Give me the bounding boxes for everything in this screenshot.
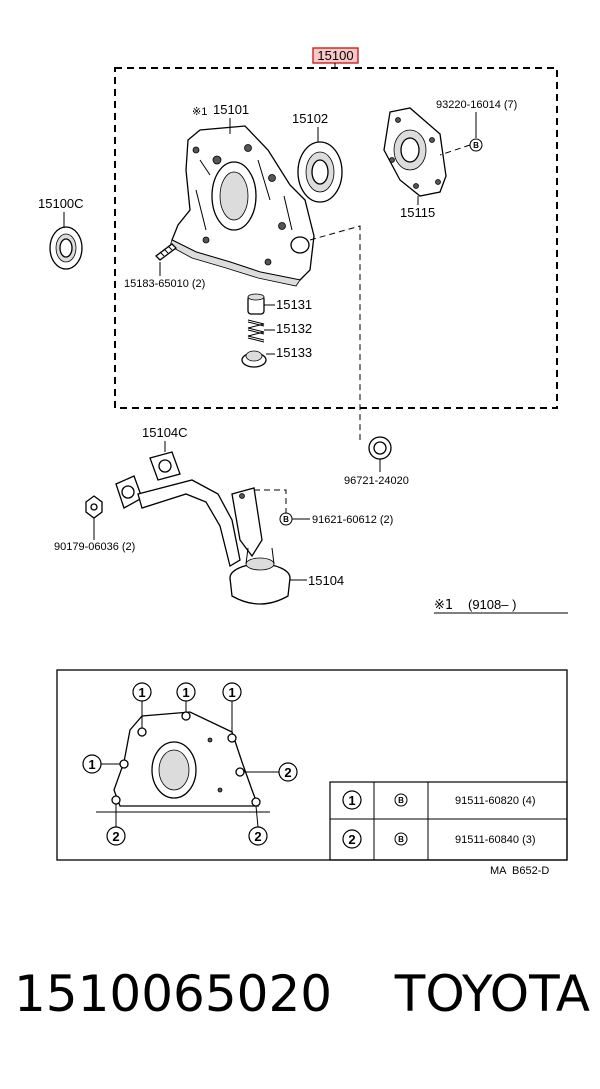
oil-strainer-15104 — [115, 475, 291, 605]
callout-2-c: 2 — [248, 805, 268, 846]
p93220-label: 93220-16014 (7) — [436, 99, 517, 111]
p15115-label: 15115 — [400, 205, 435, 220]
pump-outline — [96, 711, 270, 813]
table-row: 2 B 91511-60840 (3) — [342, 829, 536, 849]
bolt-marker-text-2: B — [283, 515, 289, 524]
callout-1-b: 1 — [176, 682, 196, 712]
callout-2-b: 2 — [106, 804, 126, 846]
callout-1-c: 1 — [222, 682, 242, 734]
table-row: 1 B 91511-60820 (4) — [342, 790, 536, 810]
svg-text:1: 1 — [182, 685, 189, 700]
assembly-border — [114, 67, 558, 409]
row-1-num: 1 — [348, 793, 355, 808]
diagram-code: MA B652-D — [490, 865, 549, 877]
brand-name: TOYOTA — [394, 965, 590, 1023]
svg-text:2: 2 — [254, 829, 261, 844]
bolt-table: 1 B 91511-60820 (4) 2 B 91511-60840 (3) — [329, 781, 568, 861]
note-range: (9108– ) — [468, 597, 516, 612]
row-2-num: 2 — [348, 832, 355, 847]
nut-90179 — [85, 495, 103, 519]
callout-1-a: 1 — [132, 682, 152, 728]
p15101-mark: ※1 — [192, 106, 207, 118]
p15133-label: 15133 — [276, 345, 312, 360]
note-mark: ※1 — [434, 598, 453, 613]
row-1-marker: B — [398, 796, 404, 805]
part-number: 1510065020 — [14, 965, 333, 1023]
oil-seal-15102 — [297, 141, 343, 203]
header-code: 15100 — [317, 48, 353, 63]
p15101-label: 15101 — [213, 102, 249, 117]
bolt-marker-text: B — [473, 141, 479, 150]
p15102-label: 15102 — [292, 111, 328, 126]
svg-text:1: 1 — [88, 757, 95, 772]
callout-1-d: 1 — [82, 754, 120, 774]
p15131-label: 15131 — [276, 297, 312, 312]
row-1-part: 91511-60820 (4) — [455, 795, 536, 807]
oil-pump-body — [169, 125, 315, 287]
svg-text:1: 1 — [228, 685, 235, 700]
gasket-96721 — [368, 436, 392, 460]
bolt-location-box — [56, 669, 568, 861]
p91621-label: 91621-60612 (2) — [312, 514, 393, 526]
pump-cover-15115 — [383, 107, 447, 197]
row-2-marker: B — [398, 835, 404, 844]
p90179-label: 90179-06036 (2) — [54, 541, 135, 553]
spring-15132 — [247, 319, 265, 343]
footer: 1510065020 TOYOTA — [0, 965, 600, 1045]
svg-text:2: 2 — [284, 765, 291, 780]
p15100c-label: 15100C — [38, 196, 84, 211]
svg-text:1: 1 — [138, 685, 145, 700]
p15104-label: 15104 — [308, 573, 344, 588]
gasket-15104c — [149, 451, 181, 481]
p15183-label: 15183-65010 (2) — [124, 278, 205, 290]
plug-15133 — [241, 350, 267, 368]
svg-text:2: 2 — [112, 829, 119, 844]
oil-seal-15100c — [49, 226, 83, 270]
p15104c-label: 15104C — [142, 425, 188, 440]
stud-15183 — [155, 243, 177, 261]
relief-valve-15131 — [247, 293, 265, 315]
callout-2-a: 2 — [244, 762, 298, 782]
row-2-part: 91511-60840 (3) — [455, 834, 536, 846]
p96721-label: 96721-24020 — [344, 475, 409, 487]
p15132-label: 15132 — [276, 321, 312, 336]
